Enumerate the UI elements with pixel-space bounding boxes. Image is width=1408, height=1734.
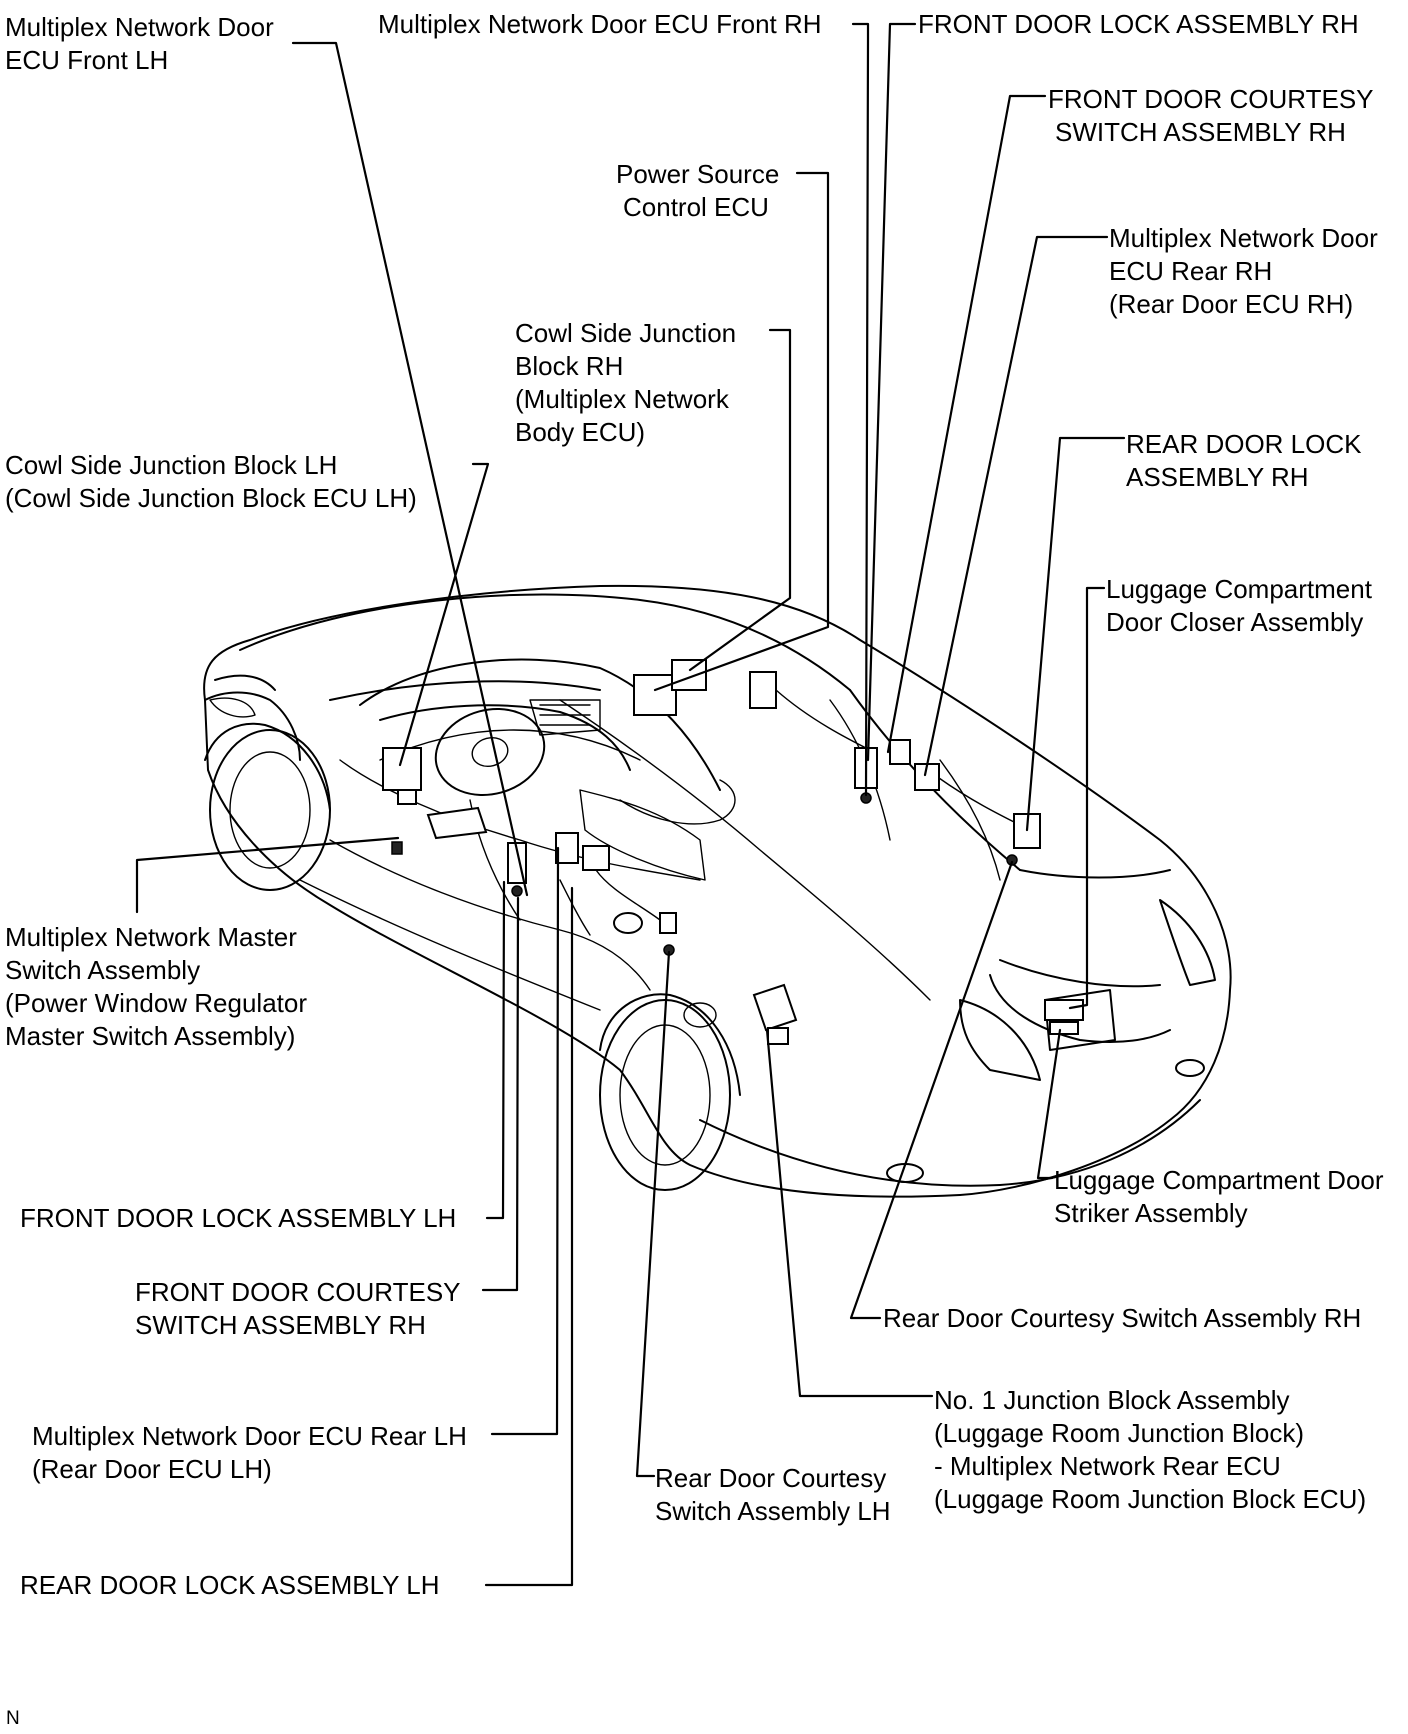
leader-rear-door-courtesy-rh	[849, 860, 1014, 1320]
label-luggage-closer: Luggage Compartment Door Closer Assembly	[1106, 574, 1379, 637]
cowl-junction-block-rh-part	[671, 659, 707, 691]
label-cowl-jb-rh: Cowl Side Junction Block RH (Multiplex N…	[515, 318, 743, 447]
label-mpx-door-ecu-front-rh: Multiplex Network Door ECU Front RH	[378, 9, 822, 39]
leader-luggage-closer	[1068, 586, 1106, 1010]
label-cowl-jb-lh: Cowl Side Junction Block LH (Cowl Side J…	[5, 450, 417, 513]
label-rear-door-lock-rh: REAR DOOR LOCK ASSEMBLY RH	[1126, 429, 1369, 492]
leader-cowl-jb-rh	[688, 328, 792, 672]
labels: Multiplex Network Door ECU Front LH Mult…	[5, 9, 1391, 1729]
master-switch-part	[426, 806, 488, 840]
footer-mark: N	[6, 1708, 20, 1729]
leader-rear-door-lock-rh	[1025, 436, 1126, 832]
label-rear-door-courtesy-lh: Rear Door Courtesy Switch Assembly LH	[655, 1463, 893, 1526]
label-rear-door-courtesy-rh: Rear Door Courtesy Switch Assembly RH	[883, 1303, 1361, 1333]
label-junction-block-no1: No. 1 Junction Block Assembly (Luggage R…	[934, 1385, 1366, 1514]
leader-cowl-jb-lh	[398, 462, 490, 767]
power-source-ecu-part	[633, 674, 677, 716]
component-parts	[382, 659, 1084, 1045]
leader-mpx-door-ecu-front-rh	[851, 22, 870, 797]
sedan-illustration	[203, 584, 1232, 1198]
leader-junction-block-no1	[765, 1028, 934, 1398]
leader-rear-door-lock-lh	[484, 886, 574, 1587]
label-front-door-lock-rh: FRONT DOOR LOCK ASSEMBLY RH	[918, 9, 1359, 39]
front-door-courtesy-rh-part	[889, 739, 911, 765]
label-rear-door-lock-lh: REAR DOOR LOCK ASSEMBLY LH	[20, 1570, 440, 1600]
label-front-door-courtesy-rh-bottom: FRONT DOOR COURTESY SWITCH ASSEMBLY RH	[135, 1277, 467, 1340]
label-mpx-door-ecu-rear-rh: Multiplex Network Door ECU Rear RH (Rear…	[1109, 223, 1385, 319]
leader-mpx-door-ecu-front-lh	[291, 41, 529, 897]
leader-lines	[135, 22, 1126, 1587]
leader-front-door-lock-rh	[866, 22, 917, 762]
leader-luggage-striker	[1036, 1028, 1062, 1180]
leader-mpx-door-ecu-rear-lh	[490, 846, 560, 1436]
label-front-door-lock-lh: FRONT DOOR LOCK ASSEMBLY LH	[20, 1203, 456, 1233]
front-door-lock-rh-part	[749, 671, 777, 709]
rear-door-ecu-lh-part	[555, 832, 579, 864]
luggage-striker-part	[1049, 1021, 1079, 1035]
label-front-door-courtesy-rh-top: FRONT DOOR COURTESY SWITCH ASSEMBLY RH	[1048, 84, 1380, 147]
rear-door-courtesy-lh-part	[613, 912, 643, 934]
label-power-source-ecu: Power Source Control ECU	[616, 159, 787, 222]
luggage-door-closer-part	[1044, 999, 1084, 1021]
luggage-junction-block-part	[752, 983, 798, 1032]
label-master-switch: Multiplex Network Master Switch Assembly…	[5, 922, 314, 1051]
leader-power-source-ecu	[653, 171, 830, 692]
leader-rear-door-courtesy-lh	[635, 950, 671, 1478]
leader-front-door-courtesy-rh-top	[886, 94, 1047, 754]
leader-front-door-lock-lh	[485, 880, 506, 1220]
leader-master-switch	[135, 836, 400, 914]
label-luggage-striker: Luggage Compartment Door Striker Assembl…	[1054, 1165, 1391, 1228]
label-mpx-door-ecu-rear-lh: Multiplex Network Door ECU Rear LH (Rear…	[32, 1421, 474, 1484]
leader-front-door-courtesy-rh-bottom	[481, 896, 520, 1292]
leader-mpx-door-ecu-rear-rh	[923, 235, 1109, 777]
label-mpx-door-ecu-front-lh: Multiplex Network Door ECU Front LH	[5, 12, 281, 75]
